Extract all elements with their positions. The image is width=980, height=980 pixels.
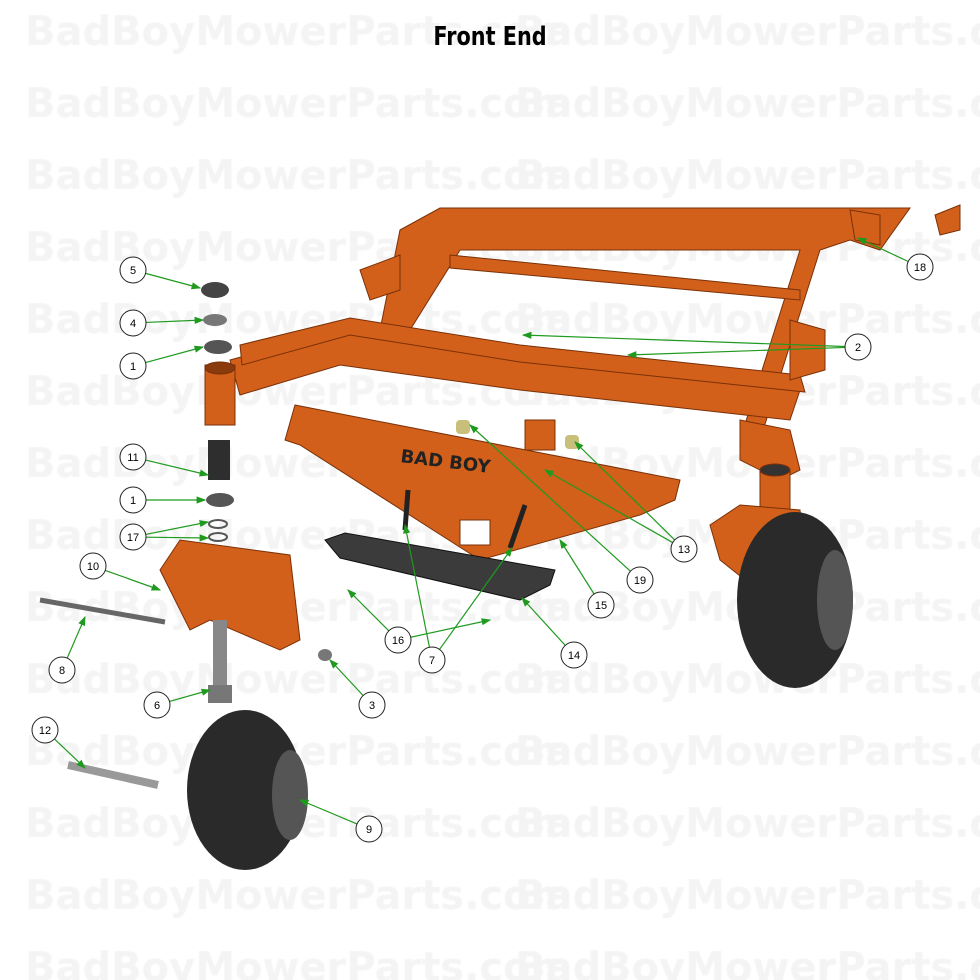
- callout-12: 12: [31, 716, 59, 744]
- callout-label: 16: [392, 635, 404, 647]
- leader-line: [329, 659, 364, 696]
- callout-15: 15: [587, 591, 615, 619]
- callout-circle: [79, 552, 107, 580]
- leader-line: [521, 597, 566, 646]
- leader-line: [521, 331, 846, 348]
- callout-label: 15: [595, 600, 607, 612]
- leader-line: [145, 520, 210, 536]
- callout-1: 1: [119, 486, 147, 514]
- callout-label: 4: [130, 318, 136, 330]
- leader-line: [145, 316, 205, 324]
- leader-line: [626, 346, 846, 359]
- callout-circle: [670, 535, 698, 563]
- callout-circle: [48, 656, 76, 684]
- leader-line: [574, 441, 676, 541]
- callout-label: 19: [634, 575, 646, 587]
- callout-label: 10: [87, 561, 99, 573]
- callout-5: 5: [119, 256, 147, 284]
- callout-label: 17: [127, 532, 139, 544]
- leader-line: [145, 345, 205, 364]
- callout-label: 6: [154, 700, 160, 712]
- leader-line: [856, 237, 909, 263]
- leader-line: [439, 547, 513, 650]
- callout-label: 1: [130, 361, 136, 373]
- leader-line: [66, 615, 86, 659]
- callout-label: 13: [678, 544, 690, 556]
- leader-line: [469, 424, 631, 572]
- leader-line: [145, 272, 202, 290]
- front-bumper: [284, 404, 681, 601]
- callout-label: 7: [429, 655, 435, 667]
- callout-circle: [31, 716, 59, 744]
- mower-frame: [204, 204, 961, 531]
- callout-6: 6: [143, 691, 171, 719]
- callout-3: 3: [358, 691, 386, 719]
- callout-18: 18: [906, 253, 934, 281]
- callout-circle: [626, 566, 654, 594]
- callout-label: 1: [130, 495, 136, 507]
- leader-line: [54, 738, 86, 769]
- callout-label: 3: [369, 700, 375, 712]
- leader-line: [410, 618, 492, 638]
- leader-line: [169, 688, 212, 703]
- callout-label: 18: [914, 262, 926, 274]
- callout-4: 4: [119, 309, 147, 337]
- callout-circle: [844, 333, 872, 361]
- callout-circle: [587, 591, 615, 619]
- callout-circle: [119, 486, 147, 514]
- leader-line: [145, 459, 210, 477]
- callout-circle: [906, 253, 934, 281]
- callout-circle: [143, 691, 171, 719]
- leader-line: [403, 523, 431, 648]
- leader-line: [145, 534, 210, 542]
- callout-circle: [560, 641, 588, 669]
- callout-circle: [119, 443, 147, 471]
- page-title: Front End: [433, 22, 547, 52]
- callout-1: 1: [119, 352, 147, 380]
- leader-line: [298, 799, 358, 825]
- callout-17: 17: [119, 523, 147, 551]
- callout-circle: [119, 309, 147, 337]
- caster-assembly-left: [39, 282, 332, 870]
- callout-14: 14: [560, 641, 588, 669]
- leader-line: [347, 589, 390, 632]
- leader-line: [105, 569, 162, 591]
- callout-8: 8: [48, 656, 76, 684]
- callout-19: 19: [626, 566, 654, 594]
- callout-circle: [119, 256, 147, 284]
- callout-label: 9: [366, 824, 372, 836]
- callout-circle: [119, 523, 147, 551]
- callout-circle: [384, 626, 412, 654]
- callout-circle: [418, 646, 446, 674]
- callout-label: 11: [127, 452, 138, 464]
- callout-label: 14: [568, 650, 580, 662]
- callout-circle: [358, 691, 386, 719]
- callout-7: 7: [418, 646, 446, 674]
- leader-line: [543, 469, 673, 544]
- callout-9: 9: [355, 815, 383, 843]
- callout-10: 10: [79, 552, 107, 580]
- callout-label: 2: [855, 342, 861, 354]
- callout-circle: [119, 352, 147, 380]
- callout-circle: [355, 815, 383, 843]
- leader-lines: [54, 237, 909, 825]
- leader-line: [559, 538, 595, 595]
- callout-13: 13: [670, 535, 698, 563]
- callout-label: 5: [130, 265, 136, 277]
- callout-label: 8: [59, 665, 65, 677]
- caster-wheel-right: [709, 504, 853, 688]
- callout-2: 2: [844, 333, 872, 361]
- callout-11: 11: [119, 443, 147, 471]
- callout-16: 16: [384, 626, 412, 654]
- callout-label: 12: [39, 725, 51, 737]
